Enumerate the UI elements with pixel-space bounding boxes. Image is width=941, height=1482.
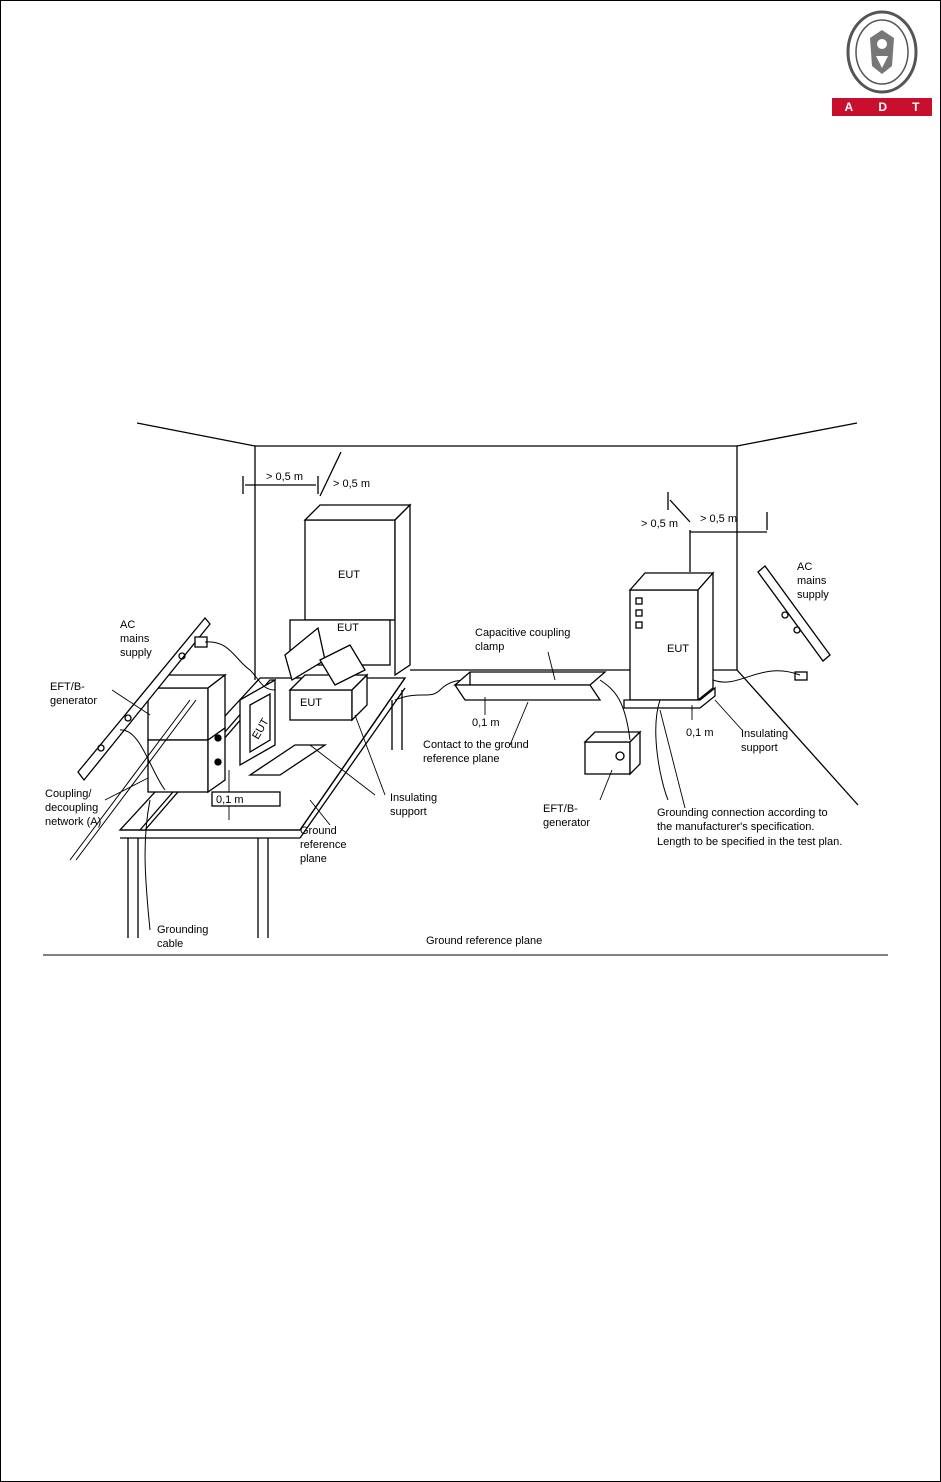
label-ac-left-1: AC xyxy=(120,619,135,631)
label-insulating-mid-2: support xyxy=(390,806,427,818)
dim-left-back: > 0,5 m xyxy=(333,478,370,490)
label-clamp-1: Capacitive coupling xyxy=(475,627,570,639)
label-grp-table-2: reference xyxy=(300,839,346,851)
label-eut-right: EUT xyxy=(667,643,689,655)
eut-tall-cabinet xyxy=(289,503,412,677)
figure-labels: > 0,5 m > 0,5 m > 0,5 m > 0,5 m EUT EUT … xyxy=(45,471,842,950)
bureau-veritas-logo: A D T xyxy=(832,8,932,116)
eut-box xyxy=(284,626,369,722)
label-ac-right-3: supply xyxy=(797,589,829,601)
cables-right xyxy=(599,670,801,801)
adt-bar: A D T xyxy=(832,98,932,116)
label-eft-left-2: generator xyxy=(50,695,97,707)
eft-generator-right xyxy=(583,730,642,776)
dimension-lines xyxy=(242,451,768,572)
label-grounding-cable-1: Grounding xyxy=(157,924,208,936)
label-insulating-right-2: support xyxy=(741,742,778,754)
label-ac-left-3: supply xyxy=(120,647,152,659)
dim-right-back: > 0,5 m xyxy=(641,518,678,530)
label-floor-caption: Ground reference plane xyxy=(426,935,542,947)
label-eut-tall: EUT xyxy=(338,569,360,581)
label-insulating-mid-1: Insulating xyxy=(390,792,437,804)
label-grp-table-3: plane xyxy=(300,853,327,865)
eut-monitor xyxy=(211,678,328,807)
label-contact-2: reference plane xyxy=(423,753,499,765)
room-walls xyxy=(136,422,859,806)
label-cdn-2: decoupling xyxy=(45,802,98,814)
label-ac-left-2: mains xyxy=(120,633,150,645)
eft-generator-left xyxy=(146,673,227,794)
adt-letter-t: T xyxy=(912,100,920,114)
label-floor-eut-height: 0,1 m xyxy=(686,727,714,739)
label-clamp-2: clamp xyxy=(475,641,504,653)
ac-mains-strip-right xyxy=(757,565,831,681)
label-eft-left-1: EFT/B- xyxy=(50,681,85,693)
label-cdn-1: Coupling/ xyxy=(45,788,92,800)
cables-left xyxy=(69,641,471,931)
label-eut-mid: EUT xyxy=(337,622,359,634)
label-contact-1: Contact to the ground xyxy=(423,739,529,751)
label-clamp-height: 0,1 m xyxy=(472,717,500,729)
seal-icon xyxy=(846,10,918,94)
eft-test-setup-figure: > 0,5 m > 0,5 m > 0,5 m > 0,5 m EUT EUT … xyxy=(43,422,888,956)
label-table-height: 0,1 m xyxy=(216,794,244,806)
label-cdn-3: network (A) xyxy=(45,816,101,828)
label-grounding-conn-1: Grounding connection according to xyxy=(657,807,828,819)
label-eft-right-2: generator xyxy=(543,817,590,829)
leader-lines xyxy=(104,651,743,826)
label-eut-box: EUT xyxy=(300,697,322,709)
adt-letter-a: A xyxy=(844,100,854,114)
label-grounding-conn-2: the manufacturer's specification. xyxy=(657,821,814,833)
label-ac-right-2: mains xyxy=(797,575,827,587)
dim-left-wall: > 0,5 m xyxy=(266,471,303,483)
label-grounding-conn-3: Length to be specified in the test plan. xyxy=(657,836,842,848)
adt-letter-d: D xyxy=(878,100,887,114)
capacitive-coupling-clamp xyxy=(453,671,607,701)
label-insulating-right-1: Insulating xyxy=(741,728,788,740)
label-grp-table-1: Ground xyxy=(300,825,337,837)
label-grounding-cable-2: cable xyxy=(157,938,183,950)
label-eft-right-1: EFT/B- xyxy=(543,803,578,815)
eut-right-cabinet xyxy=(623,571,716,709)
label-ac-right-1: AC xyxy=(797,561,812,573)
dim-right-wall: > 0,5 m xyxy=(700,513,737,525)
